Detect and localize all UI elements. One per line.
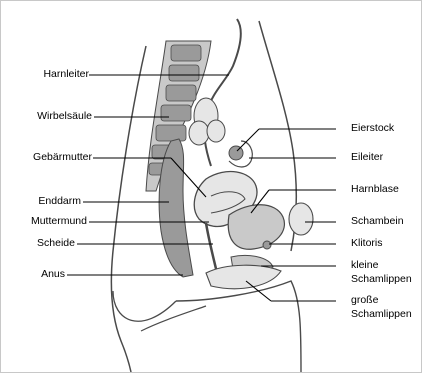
label-wirbelsaeule: Wirbelsäule	[6, 110, 92, 123]
intestine-coils	[189, 98, 225, 145]
label-harnleiter: Harnleiter	[3, 68, 89, 81]
label-muttermund: Muttermund	[1, 215, 87, 228]
clitoris-shape	[263, 241, 271, 249]
label-kleine: kleine	[351, 259, 378, 272]
label-scheide: Scheide	[0, 237, 75, 250]
pubic-bone-shape	[289, 203, 313, 235]
label-eileiter: Eileiter	[351, 151, 383, 164]
label-schambein: Schambein	[351, 215, 404, 228]
back-outline	[111, 46, 146, 372]
label-gebaermutter: Gebärmutter	[6, 151, 92, 164]
label-schamlippen-gross: Schamlippen	[351, 308, 412, 321]
label-anus: Anus	[0, 268, 65, 281]
label-enddarm: Enddarm	[0, 195, 81, 208]
buttock-outline	[113, 291, 176, 321]
thigh-outline	[176, 281, 301, 372]
label-grosse: große	[351, 294, 378, 307]
label-klitoris: Klitoris	[351, 237, 383, 250]
label-schamlippen-klein: Schamlippen	[351, 273, 412, 286]
bladder-shape	[228, 205, 284, 250]
rectum-shape	[159, 139, 193, 277]
vagina-canal	[206, 223, 217, 273]
labia-majora-shape	[206, 265, 281, 288]
label-eierstock: Eierstock	[351, 122, 394, 135]
ovary-shape	[229, 146, 243, 160]
label-harnblase: Harnblase	[351, 183, 399, 196]
